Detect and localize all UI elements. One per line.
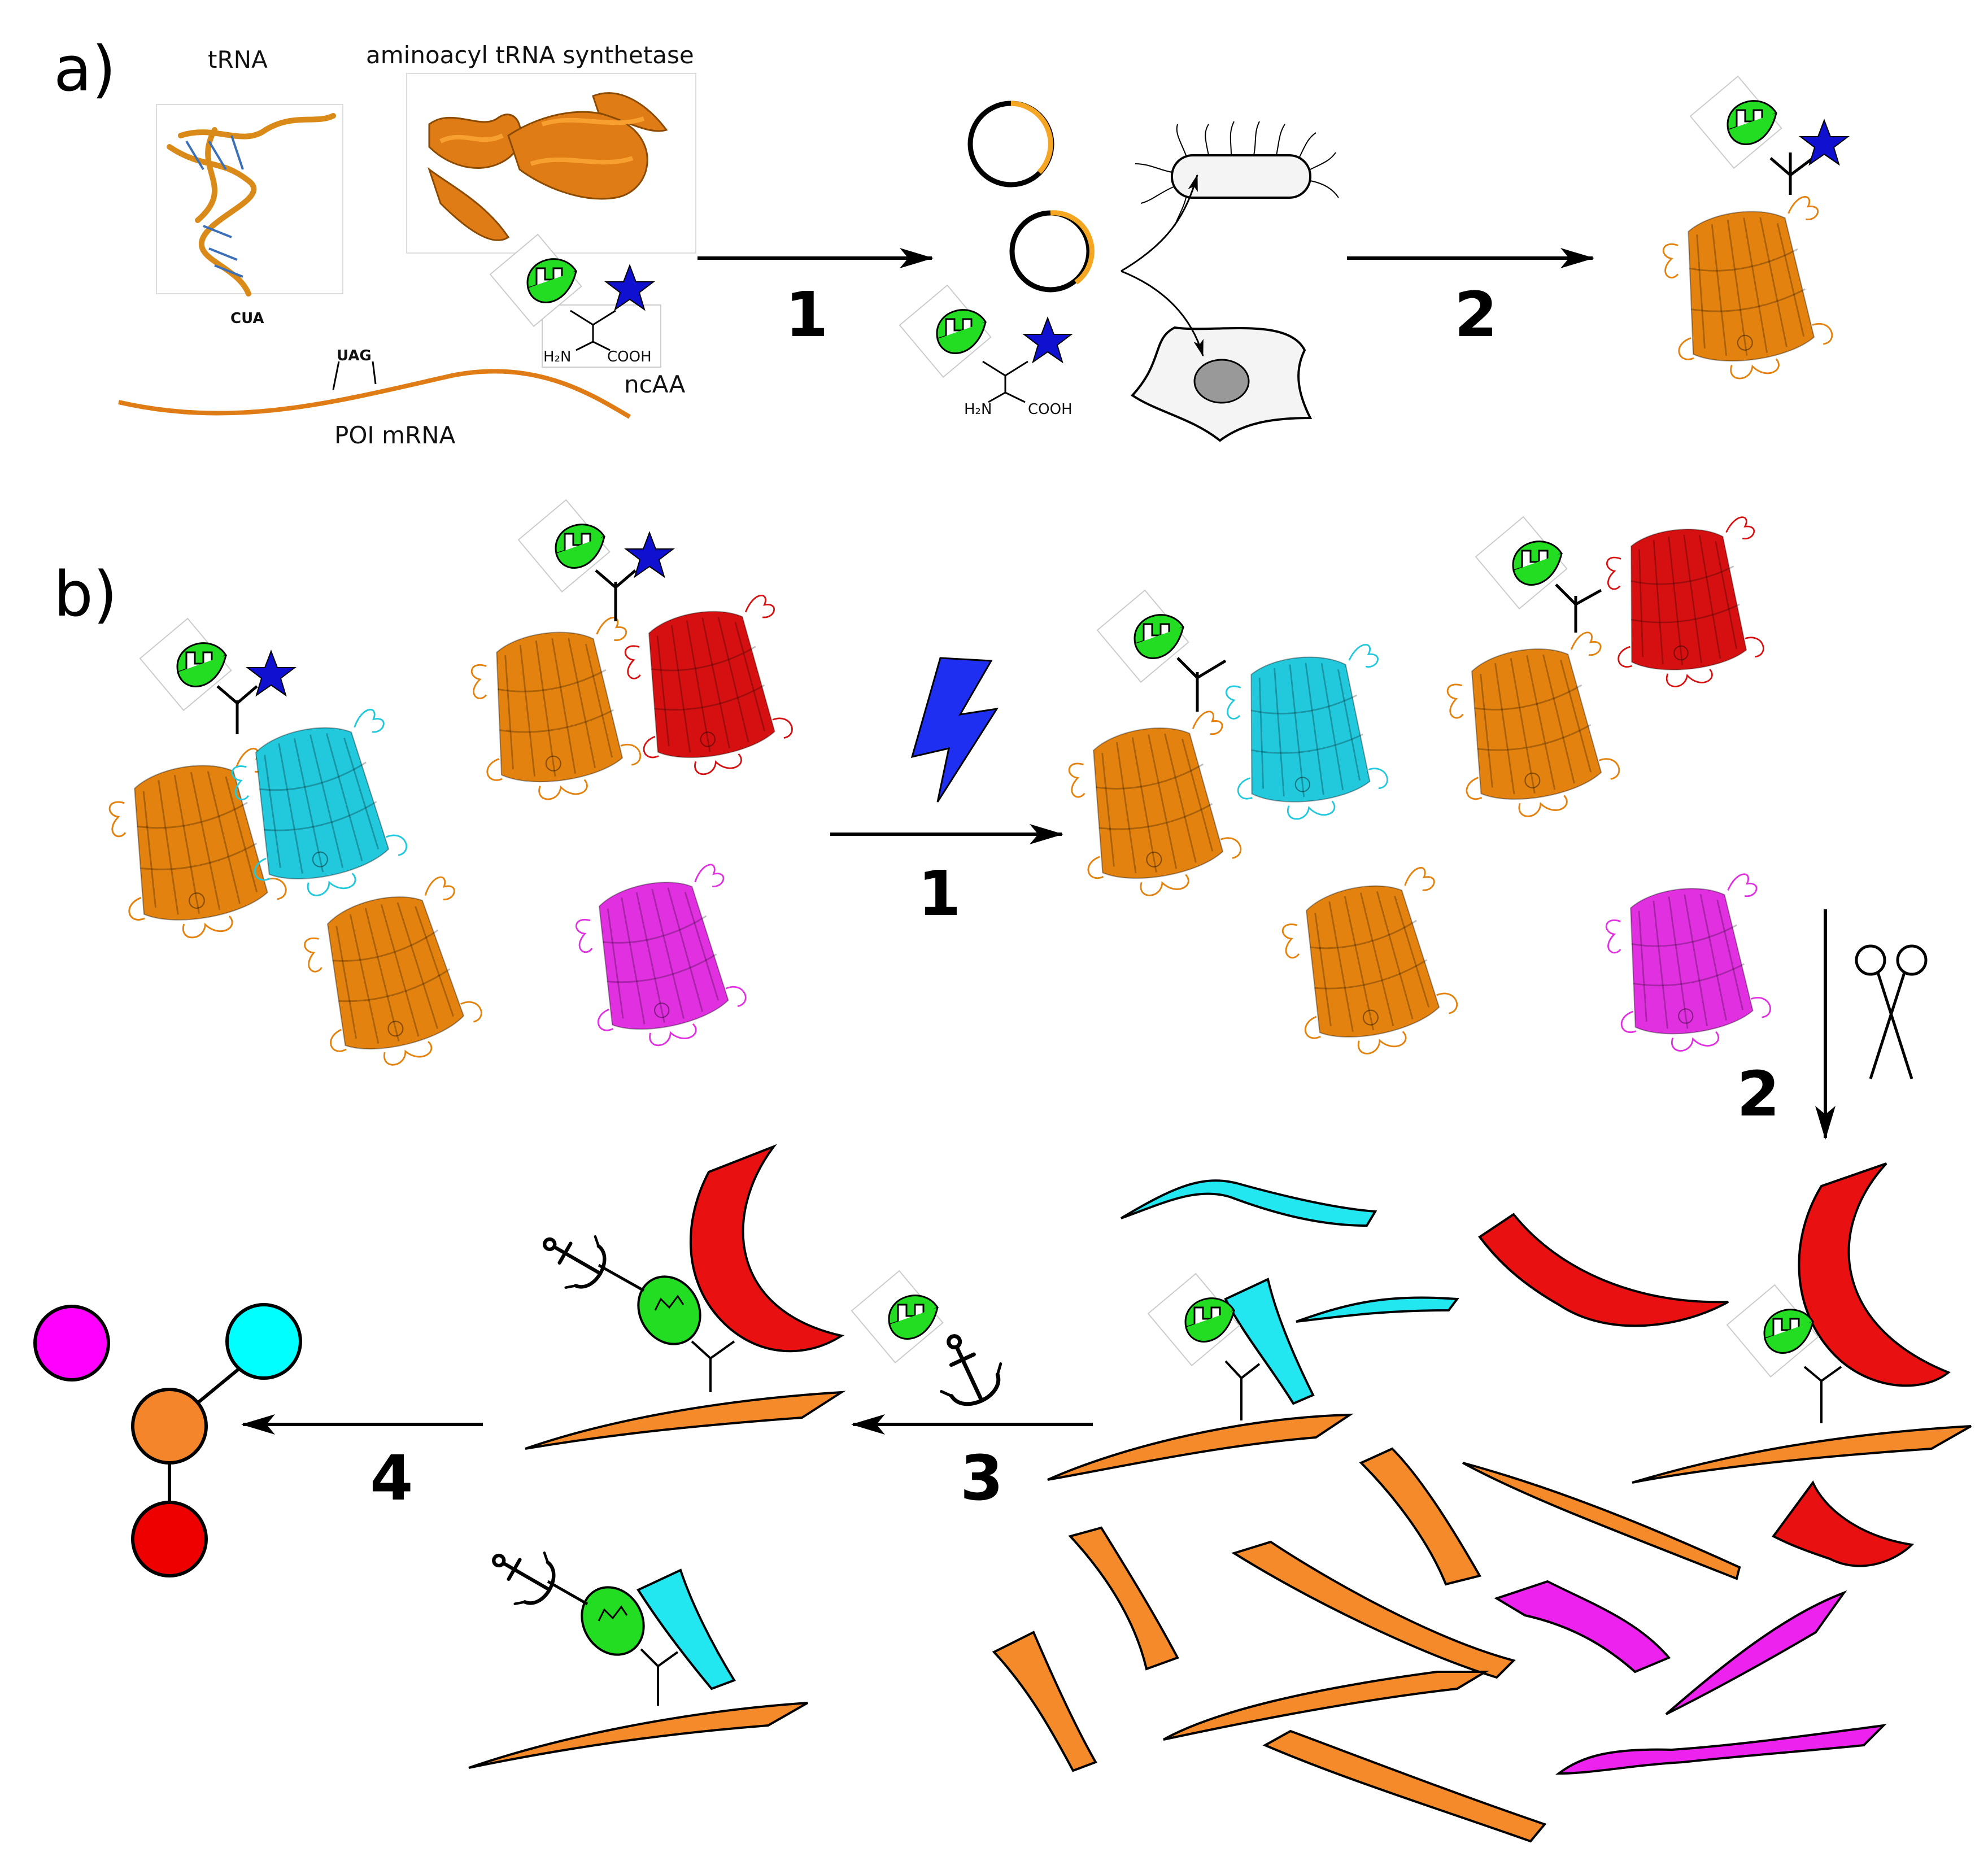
protein-orange-lone-1 xyxy=(295,874,493,1080)
protein-magenta-lone-2 xyxy=(1600,871,1778,1060)
ligand-icon xyxy=(1096,589,1189,683)
protein-orange-lone-2 xyxy=(1274,864,1467,1067)
anchor-icon xyxy=(479,1532,564,1615)
star-icon xyxy=(625,532,674,577)
step-b1-label: 1 xyxy=(918,857,961,930)
nh2-label: H₂N xyxy=(543,348,571,365)
star-icon xyxy=(605,265,654,310)
step-b3-label: 3 xyxy=(960,1442,1004,1514)
ncaa-molecule: H₂N COOH ncAA xyxy=(489,233,686,398)
codon-label: UAG xyxy=(337,347,372,364)
synthetase-structure: aminoacyl tRNA synthetase xyxy=(366,41,696,254)
mrna-label: POI mRNA xyxy=(334,421,456,449)
protein-magenta-lone xyxy=(568,861,756,1058)
transfect-arrow-bacterium xyxy=(1121,174,1198,272)
lightning-icon xyxy=(910,657,999,803)
node-orange xyxy=(131,1388,208,1465)
anchor-icon xyxy=(922,1323,1012,1414)
transfect-arrow-cell xyxy=(1121,270,1204,357)
ncaa-label: ncAA xyxy=(624,371,686,398)
anticodon-label: CUA xyxy=(230,310,264,327)
ligand-icon xyxy=(139,617,232,712)
ncaa-molecule-2: H₂N COOH xyxy=(899,284,1073,418)
trna-label: tRNA xyxy=(208,46,268,73)
anchor-icon xyxy=(530,1216,615,1299)
enriched-complex-cyan xyxy=(468,1532,808,1769)
star-icon xyxy=(1800,120,1849,165)
ligand-icon xyxy=(517,499,611,593)
step-a2-label: 2 xyxy=(1454,278,1498,351)
peptide-fragments xyxy=(992,1179,1915,1843)
crosslinked-fragment-red xyxy=(1632,1162,1972,1484)
protein-pair-orange-cyan xyxy=(102,617,417,949)
ligand-icon xyxy=(1475,516,1568,610)
node-magenta xyxy=(33,1305,110,1381)
crosslinked-fragment-cyan xyxy=(1047,1272,1354,1481)
nh2-label-2: H₂N xyxy=(964,401,992,418)
step-b4-label: 4 xyxy=(370,1442,413,1514)
plasmid-icon xyxy=(967,101,1095,293)
labelled-protein xyxy=(1656,75,1849,388)
node-red xyxy=(131,1501,208,1577)
poi-mrna: UAG POI mRNA xyxy=(118,347,631,449)
cooh-label-2: COOH xyxy=(1028,401,1073,418)
step-b2-label: 2 xyxy=(1737,1058,1780,1130)
protein-pair-orange-cyan-linked xyxy=(1061,589,1394,907)
star-icon xyxy=(1023,317,1072,363)
ligand-icon xyxy=(1147,1272,1240,1367)
ligand-icon xyxy=(1689,75,1782,169)
node-cyan xyxy=(225,1303,302,1380)
interaction-network xyxy=(33,1303,302,1577)
panel-a-label: a) xyxy=(54,33,116,105)
protein-pair-orange-red-linked xyxy=(1440,515,1771,828)
protein-pair-orange-red xyxy=(465,499,801,809)
enriched-complex-red xyxy=(525,1144,846,1450)
synthetase-label: aminoacyl tRNA synthetase xyxy=(366,41,694,69)
anchor-ligand xyxy=(851,1270,1012,1414)
step-a1-label: 1 xyxy=(785,278,829,351)
ligand-icon xyxy=(899,284,992,378)
scissors-icon xyxy=(1855,944,1928,1079)
ligand-icon xyxy=(851,1270,944,1364)
bacterium-icon xyxy=(1135,121,1339,226)
cell-icon xyxy=(1130,326,1313,442)
panel-b-label: b) xyxy=(54,558,117,630)
trna-structure: tRNA CUA xyxy=(156,46,343,327)
cooh-label: COOH xyxy=(607,348,652,365)
